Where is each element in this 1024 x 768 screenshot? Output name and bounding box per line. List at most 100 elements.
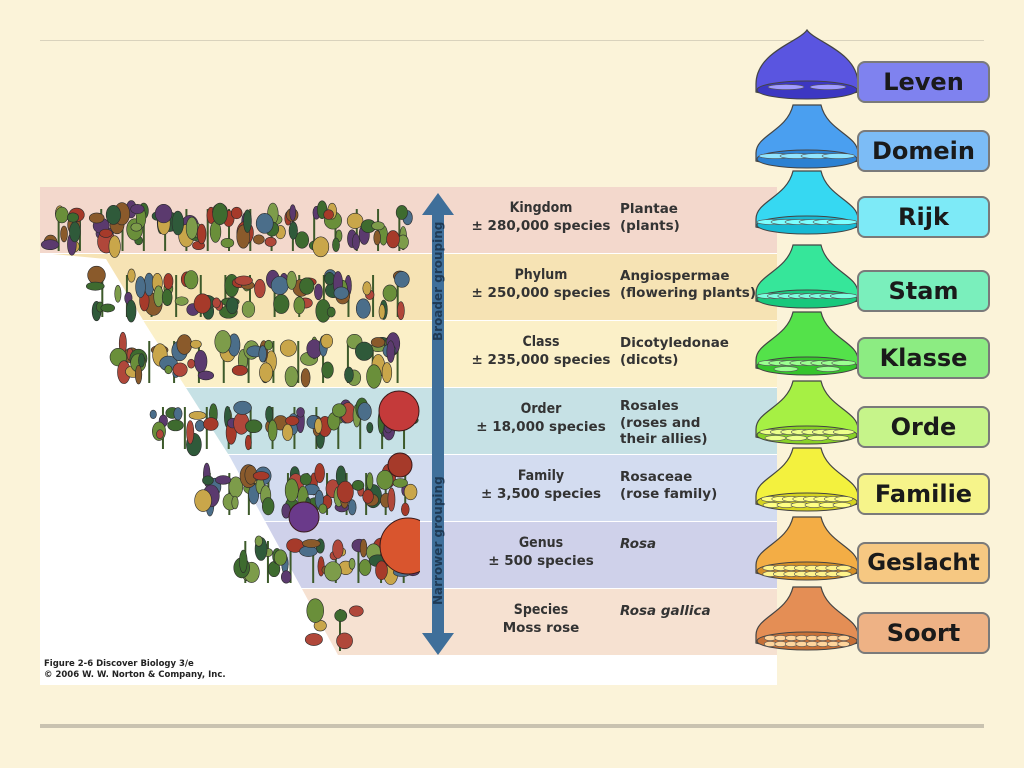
plant-illustration-1-7 [266, 269, 290, 317]
plant-illustration-0-3 [105, 200, 137, 258]
rank-group: Dicotyledonae(dicots) [620, 335, 780, 368]
fruit-illustration-3 [387, 452, 413, 478]
plant-illustration-6-0 [304, 598, 364, 651]
plant-illustration-0-1 [66, 207, 85, 256]
rank-group: Rosaceae(rose family) [620, 469, 780, 502]
bottom-rule [40, 724, 984, 728]
rank-name: Genus [518, 535, 564, 551]
rank-name: Class [522, 334, 560, 350]
plant-illustration-5-0 [233, 541, 260, 583]
rank-box-familie: Familie [857, 473, 990, 515]
group-line-1: Angiospermae [620, 268, 730, 284]
plant-illustration-4-0 [194, 462, 222, 517]
rank-box-label: Rijk [898, 203, 949, 231]
plant-illustration-5-5 [348, 538, 372, 583]
rank-count: ± 3,500 species [480, 486, 602, 502]
plant-illustration-5-3 [299, 538, 325, 583]
plant-illustration-0-0 [40, 205, 69, 251]
rank-count: Moss rose [502, 620, 580, 636]
rank-box-label: Familie [874, 480, 973, 508]
plant-illustration-3-1 [167, 407, 202, 457]
rank-name: Phylum [514, 267, 568, 283]
rank-label: Phylum± 250,000 species [456, 266, 626, 302]
rank-group: Rosa [620, 536, 780, 553]
group-line-1: Rosa gallica [620, 603, 711, 619]
plant-illustration-3-2 [188, 403, 219, 449]
blob-geslacht [755, 516, 859, 581]
plant-illustration-2-7 [279, 339, 319, 388]
rank-box-label: Stam [888, 277, 959, 305]
group-line-2: (flowering plants) [620, 284, 757, 301]
plant-illustration-0-13 [323, 202, 343, 252]
rank-name: Family [517, 468, 565, 484]
plant-illustration-0-11 [284, 204, 310, 251]
rank-box-label: Orde [890, 413, 957, 441]
plant-illustration-4-7 [333, 465, 357, 516]
rank-box-leven: Leven [857, 61, 990, 103]
plant-illustration-2-4 [214, 330, 241, 383]
rank-box-label: Geslacht [867, 550, 980, 576]
plant-illustration-1-10 [333, 271, 352, 317]
blob-orde [755, 380, 859, 445]
plant-illustration-3-4 [233, 400, 263, 451]
plant-illustration-2-0 [109, 331, 142, 384]
plant-illustration-1-2 [135, 272, 164, 317]
plant-illustration-4-8 [351, 472, 382, 515]
rank-box-label: Domein [871, 137, 975, 165]
caption-line-2: © 2006 W. W. Norton & Company, Inc. [44, 670, 226, 680]
rank-label: Order ± 18,000 species [456, 400, 626, 436]
rank-label: Genus± 500 species [456, 534, 626, 570]
plant-illustration-2-11 [381, 332, 401, 384]
rank-box-orde: Orde [857, 406, 990, 448]
rank-box-geslacht: Geslacht [857, 542, 990, 584]
plant-illustration-1-9 [314, 269, 342, 323]
plant-illustration-1-0 [85, 265, 115, 322]
rank-box-soort: Soort [857, 612, 990, 654]
blob-soort [755, 586, 859, 651]
taxonomy-figure: Kingdom ± 280,000 species Plantae(plants) P… [40, 187, 777, 685]
plant-illustration-2-3 [187, 339, 215, 383]
plant-illustration-1-11 [355, 275, 388, 320]
blob-domein [755, 104, 859, 169]
fruit-illustration-1 [378, 390, 420, 432]
rank-name: Order [520, 401, 562, 417]
plant-illustration-0-16 [386, 205, 413, 251]
rank-name: Kingdom [509, 200, 573, 216]
plant-illustration-2-10 [355, 337, 391, 389]
rank-name: Species [513, 602, 569, 618]
plant-illustration-3-5 [265, 406, 289, 449]
grouping-arrow: Broader grouping Narrower grouping [420, 193, 456, 655]
rank-box-domein: Domein [857, 130, 990, 172]
group-line-2: (rose family) [620, 485, 718, 502]
rank-label: Class± 235,000 species [456, 333, 626, 369]
rank-group: Angiospermae(flowering plants) [620, 268, 780, 301]
caption-line-1: Figure 2-6 Discover Biology 3/e [44, 659, 194, 669]
plant-illustration-1-3 [161, 271, 194, 317]
rank-box-label: Klasse [879, 344, 968, 372]
plant-illustration-3-9 [352, 397, 374, 449]
plant-illustration-0-6 [171, 209, 205, 251]
plant-illustration-5-2 [273, 538, 304, 584]
plant-illustration-3-6 [282, 407, 305, 449]
plant-illustration-2-5 [231, 340, 264, 383]
rank-count: ± 280,000 species [471, 218, 611, 234]
rank-box-label: Leven [883, 68, 964, 96]
plant-illustration-0-9 [236, 209, 265, 251]
rank-group: Plantae(plants) [620, 201, 780, 234]
fruit-illustration-0 [379, 517, 420, 575]
rank-label: Family ± 3,500 species [456, 467, 626, 503]
plant-illustration-3-8 [327, 399, 356, 449]
rank-group: Rosa gallica [620, 603, 780, 620]
fruit-illustration-2 [288, 501, 320, 533]
plant-illustration-0-7 [192, 206, 222, 251]
group-line-1: Rosa [620, 536, 657, 552]
blob-klasse [755, 311, 859, 376]
rank-count: ± 18,000 species [476, 419, 606, 435]
group-line-2: (dicots) [620, 351, 679, 368]
plant-illustration-2-6 [258, 339, 277, 384]
rank-box-label: Soort [886, 619, 961, 647]
rank-box-rijk: Rijk [857, 196, 990, 238]
plant-illustration-2-1 [129, 341, 169, 385]
